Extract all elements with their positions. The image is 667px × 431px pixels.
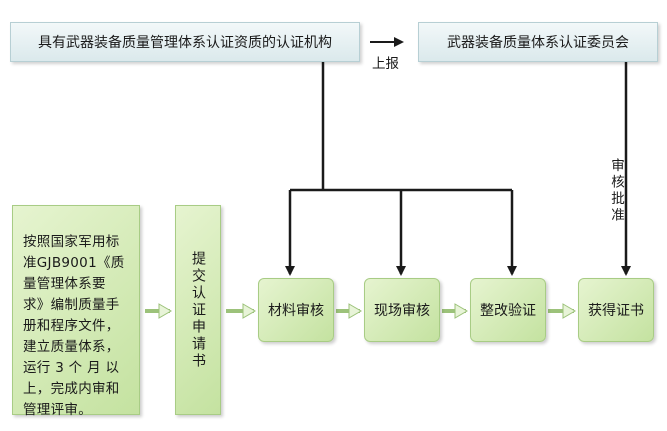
certificate-obtained-box: 获得证书 — [578, 278, 654, 342]
approve-label: 审核批准 — [608, 158, 624, 224]
certification-body-box: 具有武器装备质量管理体系认证资质的认证机构 — [10, 22, 360, 62]
certificate-obtained-label: 获得证书 — [588, 303, 644, 319]
submit-application-box: 提交认证申请书 — [175, 205, 221, 415]
onsite-review-label: 现场审核 — [374, 303, 430, 319]
submit-application-label: 提交认证申请书 — [190, 250, 206, 370]
certification-committee-box: 武器装备质量体系认证委员会 — [418, 22, 658, 62]
certification-committee-label: 武器装备质量体系认证委员会 — [447, 35, 629, 51]
report-label: 上报 — [372, 56, 399, 72]
certification-body-label: 具有武器装备质量管理体系认证资质的认证机构 — [38, 35, 332, 51]
onsite-review-box: 现场审核 — [364, 278, 440, 342]
rectification-verify-box: 整改验证 — [470, 278, 546, 342]
rectification-verify-label: 整改验证 — [480, 303, 536, 319]
preparation-box: 按照国家军用标 准GJB9001《质 量管理体系要 求》编制质量手 册和程序文件… — [12, 205, 140, 418]
material-review-label: 材料审核 — [268, 303, 324, 319]
preparation-text: 按照国家军用标 准GJB9001《质 量管理体系要 求》编制质量手 册和程序文件… — [23, 234, 125, 418]
material-review-box: 材料审核 — [258, 278, 334, 342]
